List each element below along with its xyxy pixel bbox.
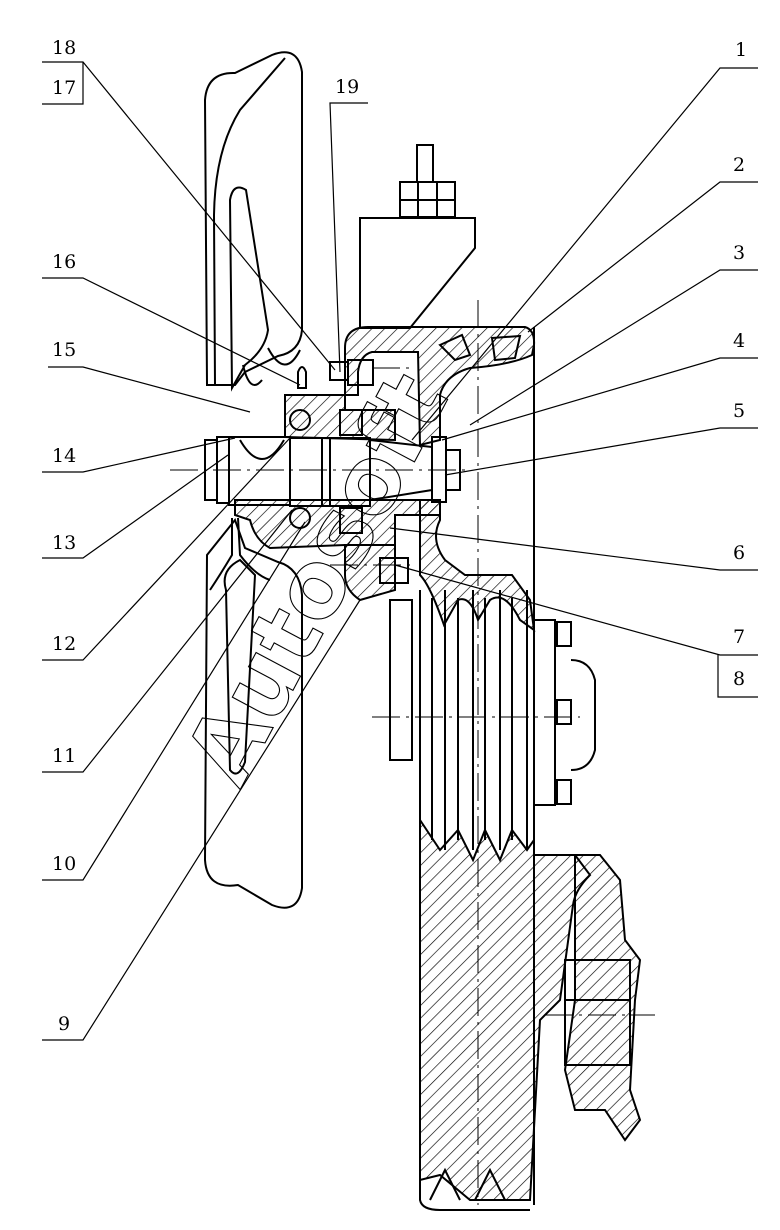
- hub-and-shaft: [204, 359, 461, 761]
- callout-18: 18: [52, 37, 76, 59]
- callout-2: 2: [733, 154, 745, 176]
- upper-fan-blade: [203, 51, 303, 392]
- centerlines: [170, 300, 655, 1205]
- mounting-bracket: [359, 144, 476, 329]
- callout-15: 15: [52, 339, 76, 361]
- callout-8: 8: [733, 668, 745, 690]
- callout-12: 12: [52, 633, 76, 655]
- callout-1: 1: [735, 39, 747, 61]
- pulley-housing: [344, 326, 536, 1205]
- callout-5: 5: [733, 400, 745, 422]
- lower-pulley: [563, 854, 642, 1142]
- callout-11: 11: [52, 745, 76, 767]
- callout-7: 7: [733, 626, 745, 648]
- leader-lines: [42, 61, 758, 1041]
- v-belt-pulley: [419, 590, 596, 1211]
- callout-16: 16: [52, 251, 76, 273]
- callout-13: 13: [52, 532, 76, 554]
- callout-3: 3: [733, 242, 745, 264]
- callout-6: 6: [733, 542, 745, 564]
- callout-19: 19: [335, 76, 359, 98]
- lower-fan-blade: [203, 517, 303, 909]
- callout-9: 9: [58, 1013, 70, 1035]
- callout-10: 10: [52, 853, 76, 875]
- callout-14: 14: [52, 445, 76, 467]
- callout-17: 17: [52, 77, 76, 99]
- callout-4: 4: [733, 330, 745, 352]
